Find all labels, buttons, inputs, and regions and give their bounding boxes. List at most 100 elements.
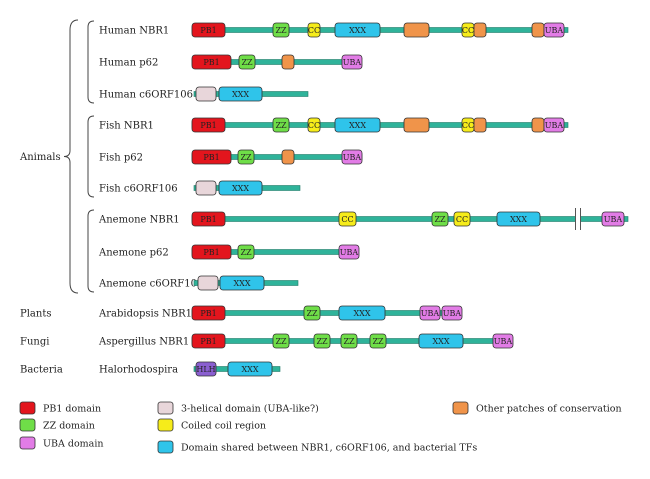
domain-xxx <box>219 275 265 291</box>
legend-label: 3-helical domain (UBA-like?) <box>181 404 319 415</box>
domain-uba <box>543 22 565 38</box>
protein-backbone <box>191 216 629 222</box>
domain-uba <box>601 211 625 227</box>
domain-label: PB1 <box>200 26 216 35</box>
domain-label: XXX <box>432 337 449 346</box>
domain-zz <box>272 333 290 349</box>
domain-label: UBA <box>604 215 623 224</box>
domain-label: ZZ <box>372 337 384 346</box>
domain-zz <box>369 333 387 349</box>
protein-row-human-p62: Human p62 PB1 ZZ UBA <box>99 54 363 70</box>
legend-swatch <box>157 401 174 415</box>
domain-label: CC <box>456 215 468 224</box>
legend-swatch <box>157 418 174 432</box>
domain-xxx <box>218 86 263 102</box>
protein-name: Fish NBR1 <box>99 121 154 132</box>
domain-label: ZZ <box>240 153 252 162</box>
domain-pb1 <box>191 22 226 38</box>
backbone-break-gap <box>575 215 581 223</box>
domain-label: ZZ <box>316 337 328 346</box>
domain-uba <box>492 333 514 349</box>
domain-zz <box>237 149 255 165</box>
animals-bracket <box>63 19 79 294</box>
domain-other <box>531 117 545 133</box>
domain-label: PB1 <box>200 121 216 130</box>
domain-label: PB1 <box>200 337 216 346</box>
domain-xxx <box>334 117 381 133</box>
domain-pb1 <box>191 305 226 321</box>
legend-label: Other patches of conservation <box>476 404 622 415</box>
domain-label: ZZ <box>241 58 253 67</box>
domain-label: PB1 <box>200 215 216 224</box>
domain-cc <box>307 117 321 133</box>
legend-item-zz: ZZ domain <box>19 418 95 432</box>
group-label-animals: Animals <box>19 152 61 163</box>
domain-label: CC <box>308 26 320 35</box>
domain-xxx <box>227 361 273 377</box>
domain-label: PB1 <box>203 153 219 162</box>
domain-other <box>473 117 487 133</box>
domain-zz <box>340 333 358 349</box>
domain-xxx <box>418 333 464 349</box>
domain-uba <box>341 54 363 70</box>
domain-cc <box>338 211 357 227</box>
legend-label: ZZ domain <box>43 421 95 432</box>
domain-label: XXX <box>233 279 250 288</box>
domain-pb1 <box>191 211 226 227</box>
domain-label: UBA <box>545 26 564 35</box>
domain-other <box>403 117 430 133</box>
domain-pb1 <box>191 54 232 70</box>
domain-other <box>281 54 295 70</box>
domain-label: UBA <box>421 309 440 318</box>
legend-swatch <box>452 401 469 415</box>
domain-label: PB1 <box>203 58 219 67</box>
group-label-bacteria: Bacteria <box>20 365 63 376</box>
domain-uba <box>543 117 565 133</box>
domain-zz <box>238 54 256 70</box>
domain-label: UBA <box>343 58 362 67</box>
domain-label: PB1 <box>203 248 219 257</box>
protein-name: Human p62 <box>99 58 158 69</box>
domain-label: UBA <box>343 153 362 162</box>
domain-label: XXX <box>353 309 370 318</box>
legend-label: PB1 domain <box>43 404 101 415</box>
domain-label: UBA <box>340 248 359 257</box>
domain-zz <box>272 22 290 38</box>
domain-uba <box>441 305 463 321</box>
domain-label: CC <box>308 121 320 130</box>
domain-label: ZZ <box>240 248 252 257</box>
species-bracket <box>87 20 95 104</box>
group-label-plants: Plants <box>20 309 51 320</box>
domain-pb1 <box>191 117 226 133</box>
domain-zz <box>431 211 449 227</box>
domain-hel <box>195 86 217 102</box>
legend-swatch <box>19 436 36 450</box>
domain-hlh <box>195 361 217 377</box>
domain-hel <box>197 275 219 291</box>
legend-swatch <box>157 440 174 454</box>
domain-label: HLH <box>196 365 215 374</box>
domain-label: ZZ <box>434 215 446 224</box>
domain-label: XXX <box>349 121 366 130</box>
domain-cc <box>307 22 321 38</box>
domain-label: ZZ <box>343 337 355 346</box>
domain-label: ZZ <box>306 309 318 318</box>
legend-label: Coiled coil region <box>181 421 266 432</box>
domain-other <box>403 22 430 38</box>
domain-label: CC <box>462 26 474 35</box>
legend-item-uba: UBA domain <box>19 436 104 450</box>
domain-label: ZZ <box>275 337 287 346</box>
domain-pb1 <box>191 149 232 165</box>
domain-hel <box>195 180 217 196</box>
legend-item-cc: Coiled coil region <box>157 418 266 432</box>
domain-xxx <box>334 22 381 38</box>
domain-xxx <box>496 211 541 227</box>
domain-label: XXX <box>232 184 249 193</box>
